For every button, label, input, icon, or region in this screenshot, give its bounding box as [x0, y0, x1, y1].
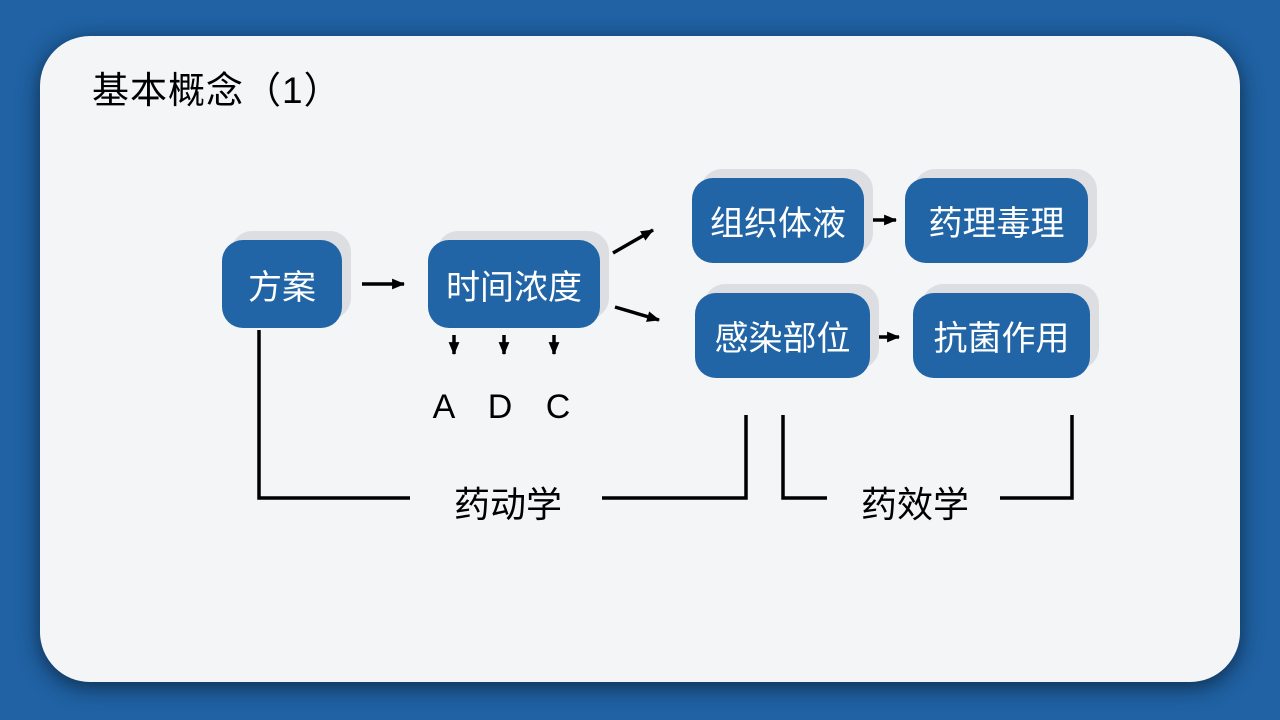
node-tissue-fluid: 组织体液 — [692, 178, 864, 263]
node-pharmacology-toxicology: 药理毒理 — [905, 178, 1088, 263]
adc-letter-d: D — [487, 388, 513, 426]
label-pharmacodynamics: 药效学 — [860, 484, 969, 525]
pharmacokinetics-bracket-right — [602, 415, 748, 500]
slide-card: 基本概念（1） — [40, 36, 1240, 682]
node-pharmacology-toxicology-label: 药理毒理 — [928, 205, 1065, 243]
pharmacokinetics-bracket-left — [257, 330, 410, 500]
node-tissue-fluid-label: 组织体液 — [710, 205, 846, 243]
node-antibacterial-action-label: 抗菌作用 — [933, 320, 1070, 358]
diagram-connectors — [257, 214, 1074, 500]
adc-letter-a: A — [432, 388, 456, 426]
label-pharmacokinetics: 药动学 — [453, 484, 562, 525]
node-antibacterial-action: 抗菌作用 — [913, 293, 1090, 378]
node-plan-label: 方案 — [248, 268, 316, 307]
node-infection-site-label: 感染部位 — [714, 320, 851, 358]
node-plan: 方案 — [222, 240, 342, 328]
node-infection-site: 感染部位 — [695, 293, 870, 378]
pharmacodynamics-bracket-right — [1000, 415, 1074, 500]
node-time-concentration: 时间浓度 — [428, 240, 600, 328]
adc-letter-c: C — [545, 388, 571, 426]
pharmacodynamics-bracket-left — [781, 415, 827, 500]
arrow-time-concentration-to-infection-site — [614, 305, 661, 322]
node-time-concentration-label: 时间浓度 — [446, 268, 582, 307]
arrow-time-concentration-to-tissue-fluid — [612, 228, 654, 255]
slide-title: 基本概念（1） — [92, 70, 342, 111]
